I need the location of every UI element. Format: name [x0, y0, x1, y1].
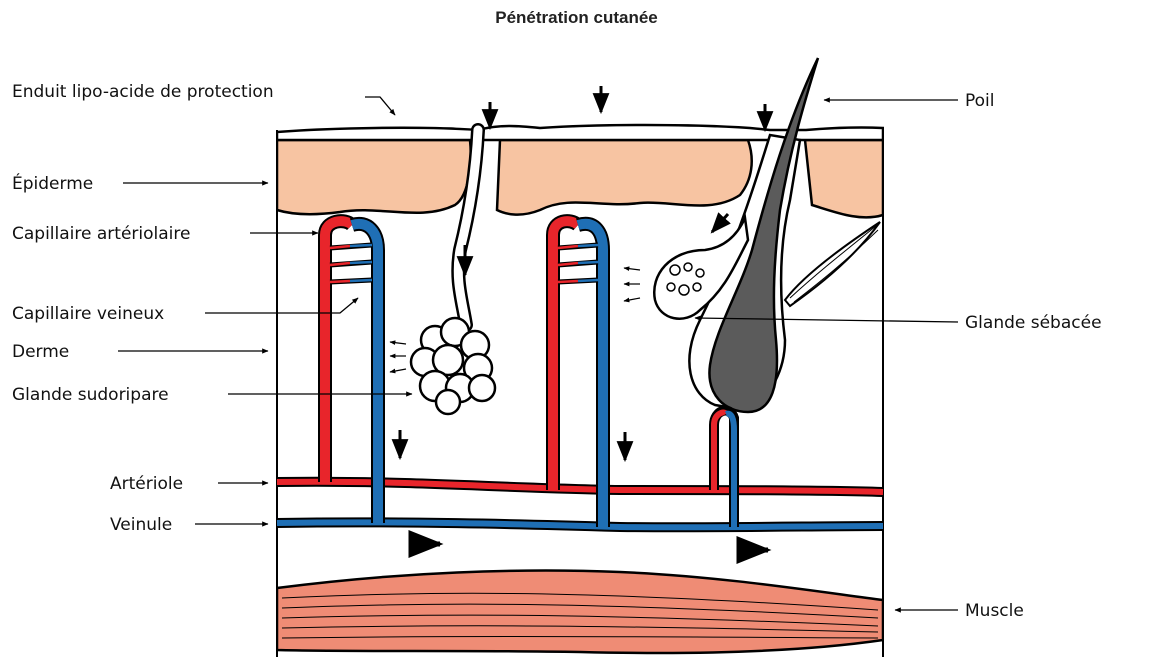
label-glande-sudoripare: Glande sudoripare	[12, 385, 169, 405]
label-capillaire-arteriolaire: Capillaire artériolaire	[12, 224, 190, 244]
label-veinule: Veinule	[110, 515, 172, 535]
sweat-gland	[411, 318, 495, 414]
epidermis	[277, 140, 471, 214]
muscle	[277, 571, 883, 654]
label-poil: Poil	[965, 91, 995, 111]
epidermis	[805, 140, 883, 217]
epidermis	[497, 140, 752, 215]
label-capillaire-veineux: Capillaire veineux	[12, 304, 164, 324]
label-muscle: Muscle	[965, 601, 1024, 621]
label-epiderme: Épiderme	[12, 172, 93, 194]
label-arteriole: Artériole	[110, 474, 183, 494]
capillary-loop-2	[553, 221, 603, 527]
label-derme: Derme	[12, 342, 69, 362]
capillary-loop-3	[714, 411, 734, 527]
label-enduit: Enduit lipo-acide de protection	[12, 82, 274, 102]
label-glande-sebacee: Glande sébacée	[965, 313, 1102, 333]
